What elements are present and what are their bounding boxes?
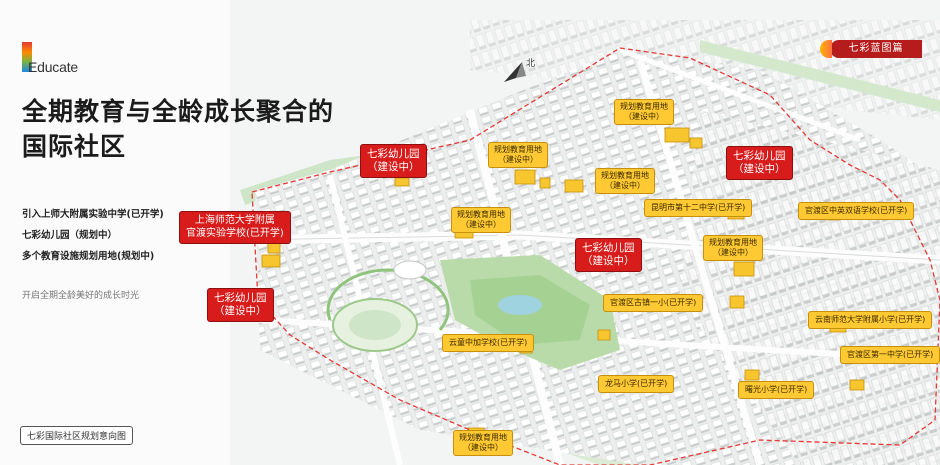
logo-color-bar-icon: [22, 42, 32, 72]
label-planned-land[interactable]: 规划教育用地（建设中）: [614, 99, 674, 125]
label-shuguang-primary[interactable]: 曙光小学(已开学): [738, 381, 815, 399]
label-kunming-12th[interactable]: 昆明市第十二中学(已开学): [644, 199, 753, 217]
tagline: 开启全期全龄美好的成长时光: [22, 291, 140, 301]
label-kindergarten-north[interactable]: 七彩幼儿园（建设中）: [360, 144, 427, 179]
feature-item: 七彩幼儿园（规划中）: [22, 230, 118, 241]
label-guandu-guzhen[interactable]: 官渡区古镇一小(已开学): [603, 294, 704, 312]
headline-line-1: 全期教育与全龄成长聚合的: [22, 97, 335, 126]
label-yuntong-school[interactable]: 云童中加学校(已开学): [442, 334, 535, 352]
feature-item: 引入上师大附属实验中学(已开学): [22, 209, 164, 220]
label-planned-land[interactable]: 规划教育用地（建设中）: [451, 207, 511, 233]
label-kindergarten-west[interactable]: 七彩幼儿园（建设中）: [207, 288, 274, 323]
north-arrow-icon: 北: [500, 56, 540, 86]
headline-line-2: 国际社区: [22, 132, 127, 161]
label-kindergarten-east[interactable]: 七彩幼儿园（建设中）: [726, 146, 793, 181]
feature-item: 多个教育设施规划用地(规划中): [22, 251, 155, 262]
label-guandu-no1[interactable]: 官渡区第一中学(已开学): [840, 346, 940, 364]
label-planned-land[interactable]: 规划教育用地（建设中）: [595, 168, 655, 194]
label-ynnu-primary[interactable]: 云南师范大学附属小学(已开学): [808, 311, 933, 329]
label-kindergarten-center[interactable]: 七彩幼儿园（建设中）: [575, 238, 642, 273]
map-caption: 七彩国际社区规划意向图: [20, 426, 134, 445]
brand-logo: Educate: [20, 40, 110, 76]
label-planned-land[interactable]: 规划教育用地（建设中）: [453, 430, 513, 456]
label-longma-primary[interactable]: 龙马小学(已开学): [598, 375, 675, 393]
label-planned-land[interactable]: 规划教育用地（建设中）: [488, 142, 548, 168]
north-label: 北: [526, 59, 536, 69]
logo-text: Educate: [28, 59, 78, 75]
label-planned-land[interactable]: 规划教育用地（建设中）: [703, 235, 763, 261]
label-shida-school[interactable]: 上海师范大学附属官渡实验学校(已开学): [179, 211, 291, 244]
section-badge: 七彩蓝图篇: [820, 40, 922, 58]
label-guandu-bilingual[interactable]: 官渡区中英双语学校(已开学): [798, 202, 915, 220]
